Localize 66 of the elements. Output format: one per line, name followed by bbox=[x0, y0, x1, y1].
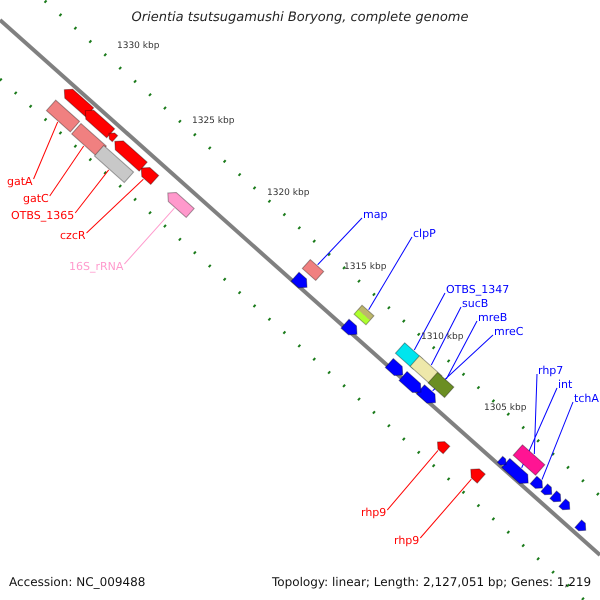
gene-pointer-block bbox=[416, 384, 436, 404]
gene-label: czcR bbox=[60, 230, 86, 241]
gene-block bbox=[94, 144, 134, 184]
gene-pointer-block bbox=[114, 140, 148, 172]
gene-pointer-block bbox=[290, 272, 308, 288]
gene-pointer-block bbox=[340, 318, 358, 336]
gene-block bbox=[427, 372, 455, 398]
gene-pointer-block bbox=[398, 370, 422, 393]
gene-label: map bbox=[363, 209, 388, 220]
leader-line bbox=[542, 402, 574, 480]
gene-label: rhp7 bbox=[538, 365, 564, 376]
leader-line bbox=[534, 374, 538, 455]
gene-pointer-block bbox=[167, 192, 195, 218]
gene-block bbox=[70, 122, 108, 158]
gene-label: gatC bbox=[23, 193, 49, 204]
leader-line bbox=[414, 292, 446, 351]
gene-label: sucB bbox=[462, 298, 488, 309]
gene-pointer-block bbox=[496, 456, 507, 466]
scale-label: 1315 kbp bbox=[344, 263, 386, 272]
gene-label: OTBS_1347 bbox=[446, 284, 510, 295]
gene-pointer-block bbox=[549, 490, 562, 502]
scale-label: 1320 kbp bbox=[267, 189, 310, 198]
leader-line bbox=[33, 121, 58, 180]
gene-label: tchA bbox=[574, 393, 599, 404]
scale-label: 1325 kbp bbox=[192, 117, 234, 126]
gene-label: gatA bbox=[7, 176, 33, 187]
gene-pointer-block bbox=[529, 476, 543, 489]
gene-pointer-block bbox=[540, 483, 552, 496]
genome-info-text: Topology: linear; Length: 2,127,051 bp; Genes: 1,219 bbox=[272, 576, 592, 588]
leader-line bbox=[386, 450, 438, 510]
gene-pointer-block bbox=[437, 441, 451, 454]
gene-pointer-block bbox=[558, 498, 570, 510]
gene-pointer-block bbox=[574, 519, 586, 532]
gene-block bbox=[46, 99, 80, 133]
gene-label: rhp9 bbox=[394, 535, 420, 546]
gene-pointer-block bbox=[470, 468, 486, 484]
leader-line bbox=[317, 218, 362, 266]
gene-block bbox=[302, 258, 324, 282]
leader-line bbox=[49, 145, 84, 196]
gene-label: 16S_rRNA bbox=[69, 261, 124, 272]
accession-text: Accession: NC_009488 bbox=[9, 576, 146, 588]
scale-label: 1310 kbp bbox=[421, 333, 464, 342]
leader-line bbox=[74, 169, 110, 214]
gene-block bbox=[512, 444, 546, 476]
gene-label: mreB bbox=[478, 312, 508, 323]
leader-line bbox=[86, 178, 144, 234]
gene-label: int bbox=[558, 379, 572, 390]
leader-line bbox=[446, 320, 478, 380]
title: Orientia tsutsugamushi Boryong, complete genome bbox=[130, 11, 470, 24]
gene-pointer-block bbox=[140, 167, 160, 186]
gene-label: clpP bbox=[413, 228, 436, 239]
leader-line bbox=[368, 236, 412, 310]
scale-label: 1305 kbp bbox=[484, 404, 526, 413]
gene-pointer-block bbox=[501, 458, 529, 484]
gene-block bbox=[353, 304, 375, 326]
gene-pointer-block bbox=[64, 88, 94, 118]
leader-line bbox=[430, 306, 462, 366]
gene-pointer-block bbox=[384, 358, 404, 376]
gene-pointer-block bbox=[84, 110, 116, 138]
gene-pointer-block bbox=[108, 132, 118, 142]
scale-label: 1330 kbp bbox=[117, 42, 160, 51]
leader-line bbox=[420, 478, 472, 538]
leader-line bbox=[124, 208, 175, 264]
gene-label: mreC bbox=[494, 326, 524, 337]
gene-label: rhp9 bbox=[361, 507, 386, 518]
gene-label: OTBS_1365 bbox=[11, 210, 74, 221]
